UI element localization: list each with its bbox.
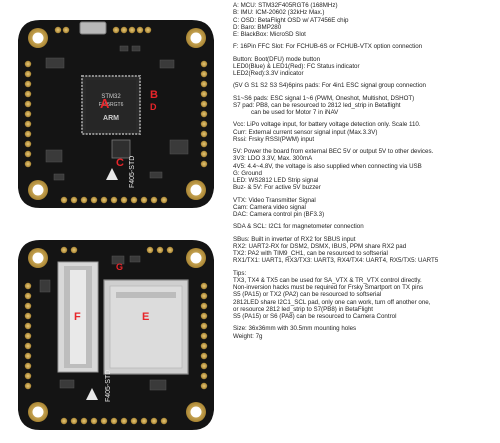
spec-line: Weight: 7g xyxy=(233,332,263,340)
spec-line: 5V: Power the board from external BEC 5V… xyxy=(233,148,434,155)
spec-line: S7 pad: PB8, can be resourced to 2812 le… xyxy=(233,101,401,109)
spec-line: Button: Boot(DFU) mode button xyxy=(233,55,321,63)
board-top-side-text: F405-STD xyxy=(129,156,136,188)
board-illustration: STM32 F405RGT6 ARM F405-STD A B C D xyxy=(18,20,214,430)
spec-line: DAC: Camera control pin (BF3.3) xyxy=(233,211,325,218)
board-top-pads xyxy=(24,26,208,204)
mcu-chip: STM32 F405RGT6 ARM xyxy=(81,75,141,135)
spec-list: A: MCU: STM32F405RGT6 (168MHz)B: IMU: IC… xyxy=(233,2,499,340)
board-top: STM32 F405RGT6 ARM F405-STD A B C D xyxy=(18,20,214,208)
spec-line: 3V3: LDO 3.3V, Max. 300mA xyxy=(233,155,313,163)
spec-line: RX2: UART2-RX for DSM2, DSMX, IBUS, PPM … xyxy=(233,242,407,250)
spec-line: or resource 2812 led_strip to S7(PB8) in… xyxy=(233,305,373,313)
spec-line: Vcc: LiPo voltage input, for battery vol… xyxy=(233,121,421,129)
spec-line: D: Baro: BMP280 xyxy=(233,23,282,31)
spec-line: F: 16Pin FFC Slot: For FCHUB-6S or FCHUB… xyxy=(233,43,423,51)
spec-line: TX2: PA2 with TIM9_CH1, can be resourced… xyxy=(233,250,388,257)
usb-connector xyxy=(79,21,107,35)
label-a: A xyxy=(100,96,110,111)
label-g: G xyxy=(116,262,123,272)
spec-line: SDA & SCL: I2C1 for magnetometer connect… xyxy=(233,223,364,231)
spec-line: S5 (PA15) or TX2 (PA2) can be resourced … xyxy=(233,291,382,299)
board-bottom-side-text: F405-STD xyxy=(105,370,112,402)
label-b: B xyxy=(150,89,158,101)
spec-line: LED0(Blue) & LED1(Red): FC Status indica… xyxy=(233,62,360,70)
label-f: F xyxy=(74,311,81,323)
spec-line: Non-inversion hacks must be required for… xyxy=(233,284,424,291)
spec-line: Curr: External current sensor signal inp… xyxy=(233,128,378,136)
label-e: E xyxy=(142,311,149,323)
board-top-mount-holes xyxy=(28,28,206,200)
spec-line: LED2(Red):3.3V indicator xyxy=(233,70,304,77)
spec-line: Buz- & 5V: For active 5V buzzer xyxy=(233,184,321,192)
spec-line: S1~S6 pads: ESC signal 1~6 (PWM, Oneshot… xyxy=(233,94,415,102)
board-top-components xyxy=(45,45,189,181)
board-bottom-mount-holes xyxy=(28,248,206,422)
board-bottom-components xyxy=(39,255,167,391)
board-bottom-pads xyxy=(24,246,208,425)
chip-text-line: ARM xyxy=(103,115,119,122)
label-c: C xyxy=(116,157,124,169)
spec-line: G: Ground xyxy=(233,169,262,177)
spec-line: Size: 36x36mm with 30.5mm mounting holes xyxy=(233,325,357,333)
chip-text-line: F405RGT6 xyxy=(99,102,124,108)
spec-line: B: IMU: ICM-20602 (32kHz Max.) xyxy=(233,9,325,17)
spec-line: VTX: Video Transmitter Signal xyxy=(233,196,316,204)
spec-line: S5 (PA15) or S6 (PA8) can be resourced t… xyxy=(233,313,397,320)
label-d: D xyxy=(150,102,157,112)
orientation-arrow xyxy=(106,168,118,180)
spec-line: Tips: xyxy=(233,269,247,277)
spec-line: RX1/TX1: UART1, RX3/TX3: UART3, RX4/TX4:… xyxy=(233,257,439,265)
board-images: STM32 F405RGT6 ARM F405-STD A B C D xyxy=(0,0,232,438)
spec-line: 4V5: 4.4~4.8V, the voltage is also suppl… xyxy=(233,162,422,170)
spec-line: LED: WS2812 LED Strip signal xyxy=(233,177,319,184)
spec-line: 2812LED share I2C1_SCL pad, only one can… xyxy=(233,298,431,306)
spec-line: E: BlackBox: MicroSD Slot xyxy=(233,31,306,38)
microsd-slot xyxy=(103,279,189,375)
spec-line: SBus: Built in inverter of RX2 for SBUS … xyxy=(233,235,356,243)
spec-line: (5V G S1 S2 S3 S4)6pins pads: For 4in1 E… xyxy=(233,82,426,90)
spec-line: TX3, TX4 & TX5 can be used for SA_VTX & … xyxy=(233,276,422,284)
spec-line: Cam: Camera video signal xyxy=(233,203,306,211)
spec-line: A: MCU: STM32F405RGT6 (168MHz) xyxy=(233,2,338,9)
spec-line: Rssi: Frsky RSSI(PWM) input xyxy=(233,135,315,143)
osd-chip xyxy=(111,139,131,159)
chip-text-line: STM32 xyxy=(101,94,121,100)
ffc-slot xyxy=(57,261,99,373)
orientation-arrow xyxy=(86,388,98,400)
board-bottom: F405-STD E F G xyxy=(18,240,214,430)
spec-line: can be used for Motor 7 in iNAV xyxy=(251,109,339,116)
spec-line: C: OSD: BetaFlight OSD w/ AT7456E chip xyxy=(233,16,349,24)
